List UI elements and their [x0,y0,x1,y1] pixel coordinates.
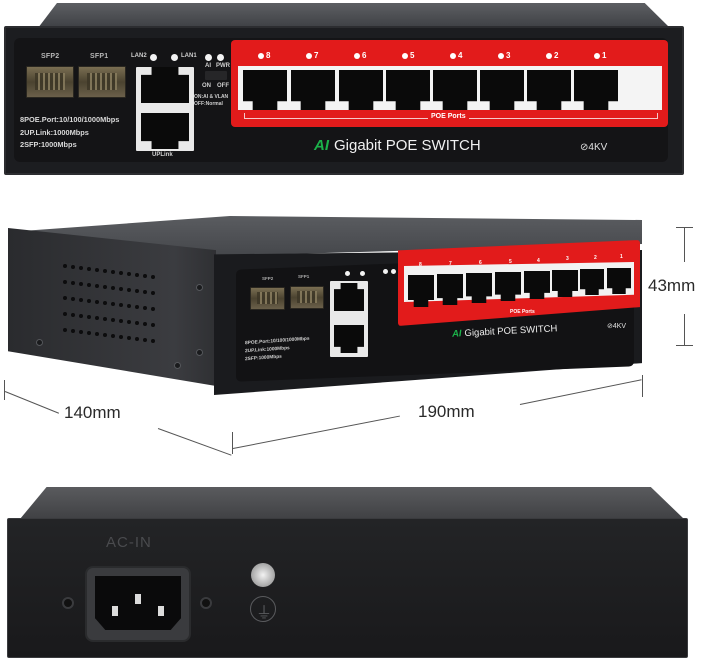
ground-screw-icon[interactable] [251,563,275,587]
poe-port-5-led-icon [402,52,408,59]
poe-port-2-label: 2 [546,51,558,60]
sfp1-port[interactable] [78,66,126,98]
mid-lan2-led-icon [345,271,350,276]
iec-pin-ground [135,594,141,604]
mid-poe-port-6-label: 6 [479,260,482,266]
sfp2-port[interactable] [26,66,74,98]
ai-led-label: AI [205,63,211,69]
sfp1-label: SFP1 [90,53,109,60]
width-dim-tick-right [642,375,644,397]
lan1-label: LAN1 [181,53,197,59]
sfp2-label: SFP2 [41,53,60,60]
ai-led-icon [205,54,212,61]
iec-pin-live [112,606,118,616]
iec-right-screw-icon [200,597,212,609]
depth-dim-tick-corner [232,432,234,454]
mid-poe-port-8-label: 8 [419,262,422,268]
poe-port-1-label: 1 [594,51,606,60]
mid-spec-list: 8POE.Port:10/100/1000Mbps 2UP.Link:1000M… [245,336,310,363]
mid-poe-port-3-label: 3 [566,256,569,262]
height-dim-cap-bottom [676,345,693,347]
poe-port-6-label: 6 [354,51,366,60]
spec-poe-ports: 8POE.Port:10/100/1000Mbps [20,115,120,124]
lan2-led-icon [150,54,157,61]
spec-list: 8POE.Port:10/100/1000Mbps 2UP.Link:1000M… [20,114,119,152]
lan1-led-icon [171,54,178,61]
surge-rating: ⊘4KV [580,142,608,153]
depth-dim-line-left [4,391,60,414]
pwr-led-icon [217,54,224,61]
mid-view-side-panel [8,228,216,386]
height-dim-cap-top [676,227,693,229]
pwr-led-label: PWR [216,63,230,69]
width-dimension: 190mm [418,402,475,421]
dip-legend-off: OFF:Normal [194,101,223,107]
poe-ports-label: POE Ports [428,113,469,120]
mid-sfp1-port[interactable] [290,286,324,309]
width-dim-line-right [519,379,642,406]
mid-poe-port-4-label: 4 [537,258,540,264]
poe-port-8-led-icon [258,52,264,59]
product-brand: AI Gigabit POE SWITCH [314,137,481,154]
rear-view-chassis-top [20,487,684,519]
poe-port-3-led-icon [498,52,504,59]
brand-name: Gigabit POE SWITCH [334,137,481,154]
mid-lan1-led-icon [360,271,365,276]
poe-port-7-label: 7 [306,51,318,60]
ac-in-label: AC-IN [106,534,152,551]
height-dim-line-bottom [684,314,686,346]
dip-off-label: OFF [217,83,229,89]
mid-pwr-led-icon [391,269,396,274]
mid-sfp2-port[interactable] [250,287,285,310]
mid-sfp2-label: SFP2 [262,276,274,281]
mid-poe-port-1-label: 1 [620,254,623,260]
depth-dimension: 140mm [64,403,121,422]
dip-switch[interactable] [205,71,227,80]
poe-port-5-label: 5 [402,51,414,60]
depth-dim-line-right [157,428,232,456]
spec-uplink: 2UP.Link:1000Mbps [20,127,89,137]
poe-port-7-led-icon [306,52,312,59]
mid-sfp1-label: SFP1 [298,274,310,279]
mid-poe-ports-label: POE Ports [510,309,535,315]
poe-port-8-label: 8 [258,51,270,60]
poe-port-2-led-icon [546,52,552,59]
top-view-chassis-lid [38,3,670,28]
lan2-label: LAN2 [131,53,147,59]
poe-port-4-led-icon [450,52,456,59]
mid-poe-port-2-label: 2 [594,255,597,261]
mid-ai-led-icon [383,269,388,274]
poe-port-4-label: 4 [450,51,462,60]
mid-poe-port-5-label: 5 [509,259,512,265]
dip-on-label: ON [202,83,211,89]
ground-symbol-icon: ⏚ [250,596,276,622]
spec-sfp: 2SFP:1000Mbps [20,140,77,149]
uplink-label: UPLink [152,152,173,158]
poe-port-6-led-icon [354,52,360,59]
mid-poe-port-7-label: 7 [449,261,452,267]
iec-pin-neutral [158,606,164,616]
dip-legend-on: ON:AI & VLAN [194,94,229,100]
height-dimension: 43mm [648,276,696,295]
iec-left-screw-icon [62,597,74,609]
iec-socket [95,576,181,630]
poe-port-3-label: 3 [498,51,510,60]
mid-surge-rating: ⊘4KV [607,323,627,330]
brand-ai-prefix: AI [314,137,329,154]
height-dim-line-top [684,227,686,262]
depth-dim-tick-left [4,380,6,400]
width-dim-line-left [232,415,401,450]
poe-port-1-led-icon [594,52,600,59]
